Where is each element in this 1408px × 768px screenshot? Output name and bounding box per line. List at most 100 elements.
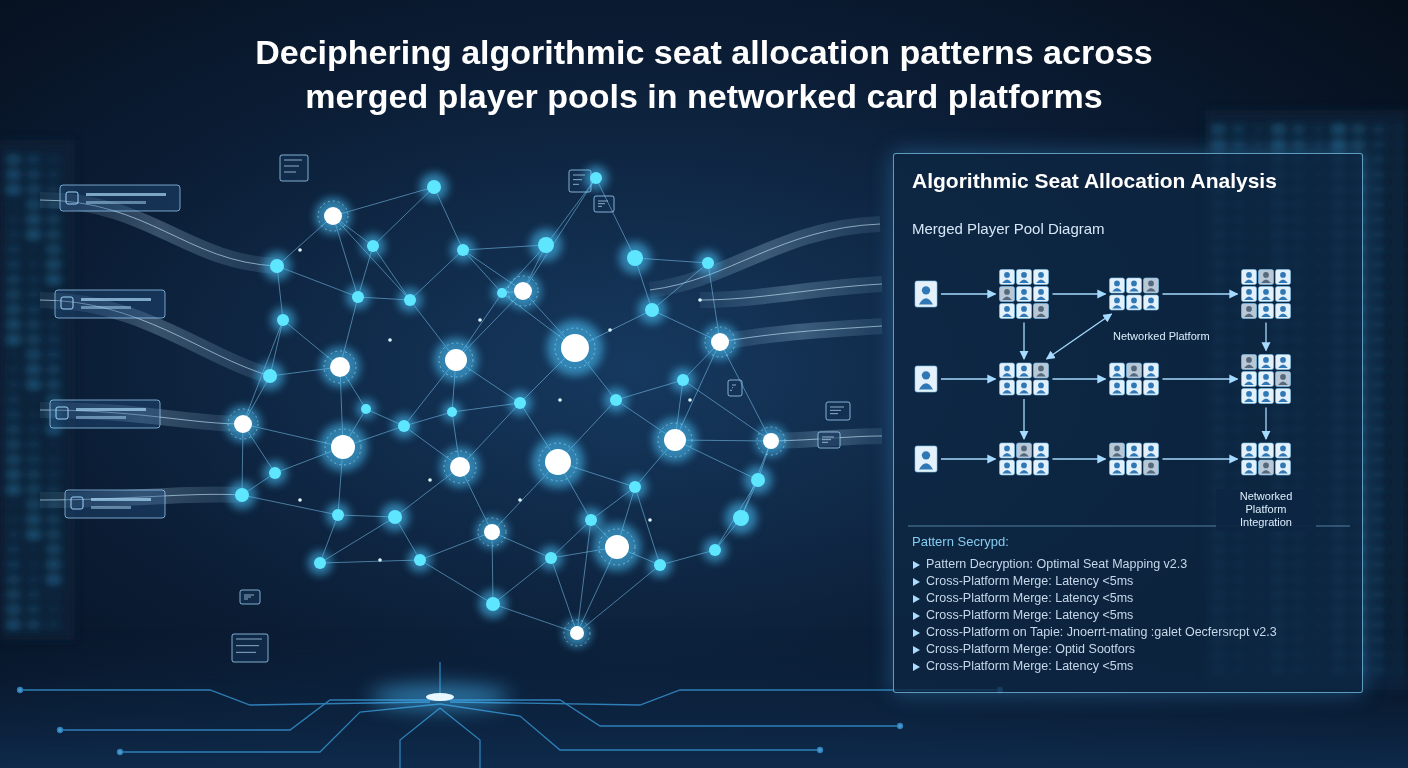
player-head — [1263, 289, 1269, 295]
analysis-panel: Algorithmic Seat Allocation AnalysisMerg… — [893, 153, 1363, 693]
player-card — [1110, 295, 1125, 310]
rack-light — [28, 173, 39, 176]
player-head — [1038, 289, 1044, 295]
player-head — [1004, 289, 1010, 295]
player-head — [1114, 446, 1120, 452]
tag-line — [573, 184, 579, 185]
player-body — [1278, 381, 1288, 385]
speck — [648, 518, 652, 522]
player-head — [1148, 383, 1154, 389]
rack-light — [1373, 593, 1384, 596]
player-card — [1242, 443, 1257, 458]
node-halo — [434, 338, 478, 382]
tag-line — [236, 639, 262, 640]
network-node — [664, 429, 686, 451]
player-card — [1017, 443, 1032, 458]
player-head — [1263, 272, 1269, 278]
player-card — [1259, 372, 1274, 387]
rack-light — [1393, 218, 1404, 221]
rack-light — [48, 458, 59, 461]
player-body — [1244, 364, 1254, 368]
ui-card-bar — [81, 306, 131, 309]
circuit-trace — [400, 708, 440, 768]
network-node — [269, 467, 281, 479]
flow-arrow — [1053, 458, 1106, 459]
tag-line — [822, 442, 828, 443]
rack-light — [1373, 203, 1384, 206]
rack-light — [1293, 128, 1304, 131]
player-head — [1038, 272, 1044, 278]
rack-light — [1393, 593, 1404, 596]
player-head — [1114, 366, 1120, 372]
network-node — [645, 303, 659, 317]
section-heading: Pattern Secrypd: — [912, 534, 1009, 550]
rack-light — [8, 278, 19, 281]
player-head — [1114, 463, 1120, 469]
log-line: Cross-Platform Merge: Optid Sootfors — [926, 642, 1135, 657]
speck — [428, 478, 432, 482]
title-wrap: Deciphering algorithmic seat allocation … — [0, 30, 1408, 118]
rack-light — [8, 503, 19, 506]
network-node — [361, 404, 371, 414]
rack-light — [8, 293, 19, 296]
player-body — [1002, 373, 1012, 377]
player-head — [1021, 272, 1027, 278]
player-body — [1002, 470, 1012, 474]
rack-light — [1393, 563, 1404, 566]
player-head — [1246, 374, 1252, 380]
rack-light — [28, 278, 39, 281]
node-halo — [420, 173, 448, 201]
player-card — [1127, 443, 1142, 458]
ui-card — [55, 290, 165, 318]
tag-line — [732, 387, 733, 388]
rack-light — [48, 218, 59, 221]
node-halo — [702, 324, 738, 360]
player-card — [1127, 460, 1142, 475]
rack-light — [1393, 158, 1404, 161]
rack-light — [28, 473, 39, 476]
log-line: Pattern Decryption: Optimal Seat Mapping… — [926, 557, 1187, 572]
player-body — [1036, 390, 1046, 394]
rack-light — [1393, 458, 1404, 461]
node-halo — [381, 503, 409, 531]
rack-light — [8, 593, 19, 596]
rack-light — [8, 203, 19, 206]
rack-light — [48, 263, 59, 266]
ui-card-bar — [76, 416, 126, 419]
rack-light — [1333, 128, 1344, 131]
network-node — [484, 524, 500, 540]
node-ring — [325, 429, 361, 465]
network-node — [561, 334, 589, 362]
player-body — [1278, 398, 1288, 402]
tag-line — [830, 407, 844, 408]
player-body — [1036, 296, 1046, 300]
flow-arrows — [941, 294, 1266, 459]
rack-light — [8, 368, 19, 371]
text-wrap: Cross-Platform on Tapie: Jnoerrt-mating … — [926, 625, 1277, 640]
rack-light — [8, 563, 19, 566]
rack-light — [28, 158, 39, 161]
tag-box — [826, 402, 850, 420]
player-body — [1278, 279, 1288, 283]
player-head — [1280, 289, 1286, 295]
rack-light — [1373, 233, 1384, 236]
network-node — [427, 180, 441, 194]
player-head — [1246, 446, 1252, 452]
rack-light — [1373, 578, 1384, 581]
player-head — [1038, 383, 1044, 389]
player-card — [1144, 380, 1159, 395]
tag-box — [728, 380, 742, 396]
rack-light — [8, 398, 19, 401]
player-body — [1036, 373, 1046, 377]
rack-light — [8, 473, 19, 476]
network-node — [324, 207, 342, 225]
player-body — [1261, 364, 1271, 368]
text-wrap: Pattern Secrypd: — [912, 534, 1009, 550]
tag-line — [573, 179, 582, 180]
rack-light — [8, 383, 19, 386]
tag-line — [284, 166, 299, 167]
node-halo — [671, 368, 695, 392]
text-wrap: Cross-Platform Merge: Optid Sootfors — [926, 642, 1135, 657]
player-card — [1259, 443, 1274, 458]
node-ring — [658, 423, 692, 457]
